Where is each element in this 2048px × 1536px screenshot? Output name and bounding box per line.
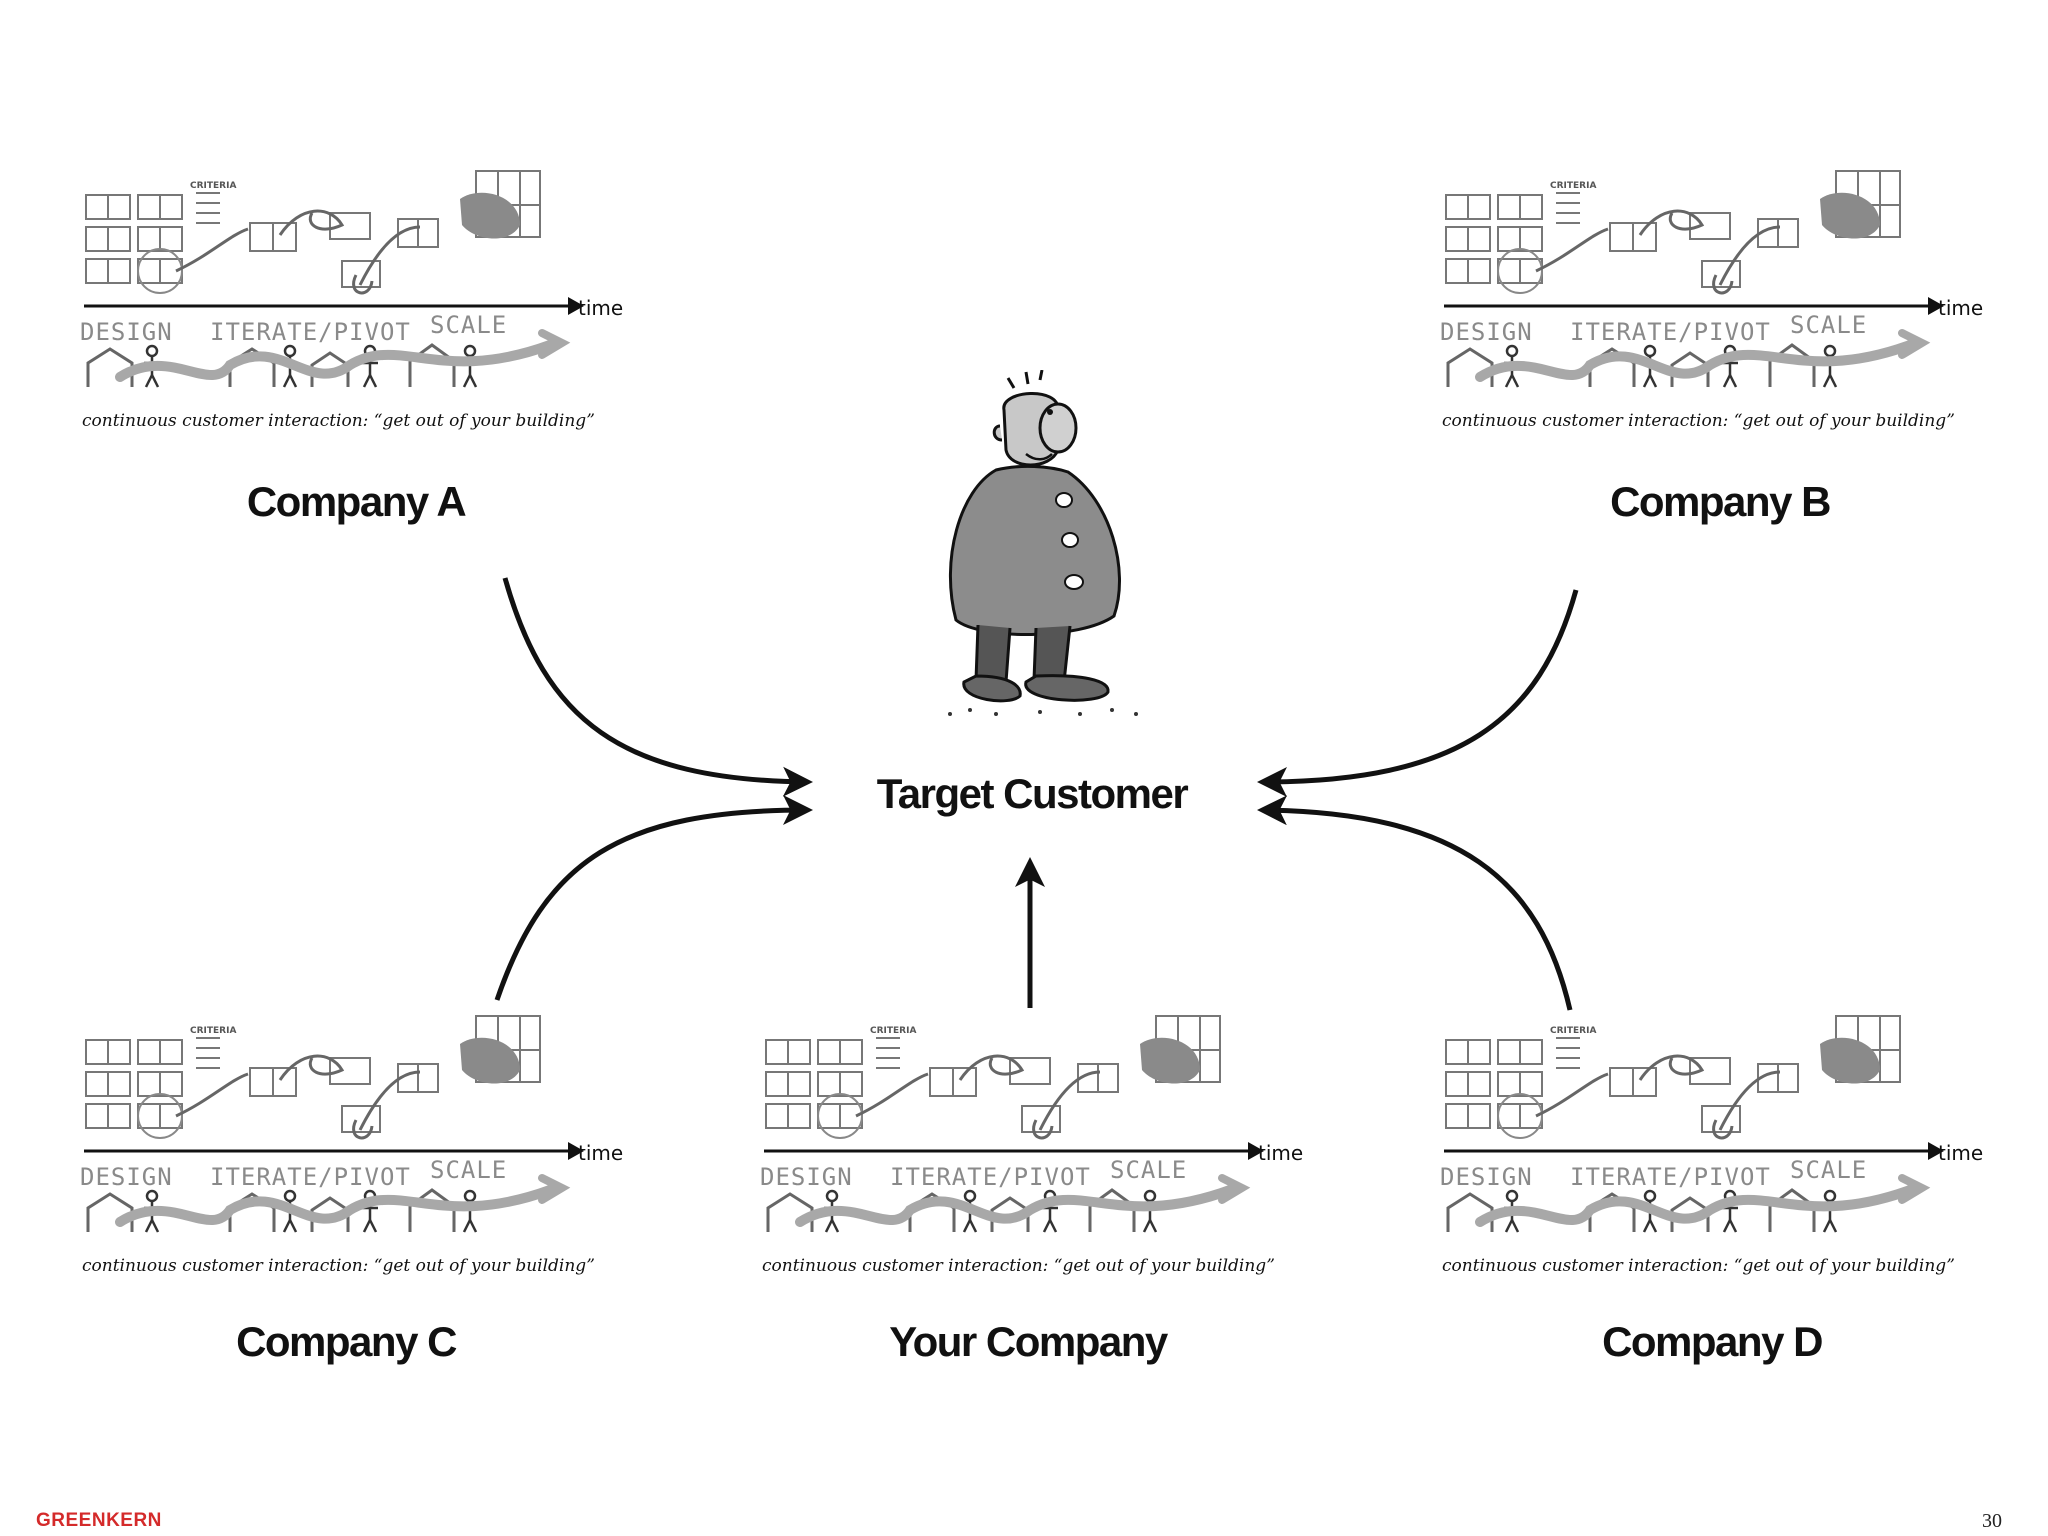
phase-design-label: DESIGN	[760, 1163, 853, 1191]
criteria-label: CRITERIA	[1550, 181, 1597, 191]
company-d-label: Company D	[1602, 1318, 1823, 1365]
target-customer-figure-icon	[948, 370, 1138, 716]
phase-scale-label: SCALE	[430, 311, 508, 339]
criteria-label: CRITERIA	[1550, 1026, 1597, 1036]
arrow-company-d	[1257, 795, 1573, 1011]
phase-iterate-label: ITERATE/PIVOT	[1570, 318, 1771, 346]
panel-company-a: CRITERIA DESIGN ITERATE/PIVOT SCALE time…	[80, 165, 640, 465]
time-label: time	[1258, 1141, 1304, 1165]
time-label: time	[1938, 1141, 1984, 1165]
panel-caption: continuous customer interaction: “get ou…	[762, 1256, 1275, 1276]
brand-logo: GREENKERN	[36, 1510, 162, 1531]
criteria-label: CRITERIA	[870, 1026, 917, 1036]
panel-company-d: CRITERIA DESIGN ITERATE/PIVOT SCALE time…	[1440, 1010, 2000, 1310]
phase-iterate-label: ITERATE/PIVOT	[1570, 1163, 1771, 1191]
customer-development-sketch	[1444, 1015, 1944, 1233]
phase-design-label: DESIGN	[1440, 318, 1533, 346]
panel-caption: continuous customer interaction: “get ou…	[82, 1256, 595, 1276]
phase-scale-label: SCALE	[1790, 1156, 1868, 1184]
arrow-company-b	[1257, 589, 1579, 797]
criteria-label: CRITERIA	[190, 1026, 237, 1036]
panel-caption: continuous customer interaction: “get ou…	[1442, 411, 1955, 431]
customer-development-sketch	[84, 1015, 584, 1233]
company-b-label: Company B	[1610, 478, 1831, 525]
arrow-company-a	[502, 577, 813, 797]
phase-scale-label: SCALE	[1110, 1156, 1188, 1184]
phase-scale-label: SCALE	[1790, 311, 1868, 339]
customer-development-sketch	[1444, 170, 1944, 388]
panel-caption: continuous customer interaction: “get ou…	[82, 411, 595, 431]
phase-iterate-label: ITERATE/PIVOT	[890, 1163, 1091, 1191]
your-company-label: Your Company	[889, 1318, 1168, 1365]
company-c-label: Company C	[236, 1318, 457, 1365]
phase-design-label: DESIGN	[80, 318, 173, 346]
panel-caption: continuous customer interaction: “get ou…	[1442, 1256, 1955, 1276]
phase-design-label: DESIGN	[1440, 1163, 1533, 1191]
phase-iterate-label: ITERATE/PIVOT	[210, 1163, 411, 1191]
phase-design-label: DESIGN	[80, 1163, 173, 1191]
panel-company-c: CRITERIA DESIGN ITERATE/PIVOT SCALE time…	[80, 1010, 640, 1310]
phase-scale-label: SCALE	[430, 1156, 508, 1184]
time-label: time	[1938, 296, 1984, 320]
arrow-company-c	[494, 795, 813, 1001]
panel-company-b: CRITERIA DESIGN ITERATE/PIVOT SCALE time…	[1440, 165, 2000, 465]
target-customer-label: Target Customer	[876, 770, 1189, 817]
time-label: time	[578, 1141, 624, 1165]
criteria-label: CRITERIA	[190, 181, 237, 191]
customer-development-sketch	[764, 1015, 1264, 1233]
phase-iterate-label: ITERATE/PIVOT	[210, 318, 411, 346]
company-a-label: Company A	[246, 478, 467, 525]
panel-your-company: CRITERIA DESIGN ITERATE/PIVOT SCALE time…	[760, 1010, 1320, 1310]
page-number: 30	[1982, 1510, 2002, 1532]
time-label: time	[578, 296, 624, 320]
customer-development-sketch	[84, 170, 584, 388]
